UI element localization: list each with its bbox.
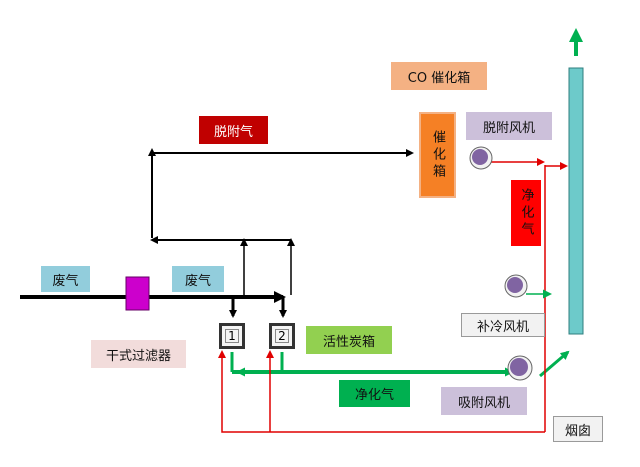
chimney-stack: [568, 67, 584, 335]
chimney-label: 烟囱: [553, 416, 603, 442]
carbon-box-label: 活性炭箱: [306, 326, 392, 354]
desorb-gas-label: 脱附气: [199, 116, 268, 144]
makeup-fan-icon: [504, 274, 528, 298]
adsorb-fan-label: 吸附风机: [441, 387, 527, 415]
adsorb-fan-icon: [507, 355, 533, 381]
carbon-box-1: 1: [219, 323, 245, 349]
dry-filter-block: [125, 276, 150, 311]
co-catalytic-box-label: CO 催化箱: [391, 62, 487, 90]
carbon-box-2: 2: [269, 323, 295, 349]
makeup-fan-label: 补冷风机: [461, 313, 545, 337]
desorb-fan-icon: [469, 146, 493, 170]
waste-gas-label-right: 废气: [172, 266, 224, 292]
clean-gas-green-label: 净化气: [339, 380, 410, 407]
desorb-fan-label: 脱附风机: [466, 112, 552, 140]
catalytic-box: 催化箱: [419, 112, 456, 198]
clean-gas-red-label: 净化气: [511, 180, 541, 246]
red-bottom-loop: [218, 350, 545, 433]
adsorb-to-chimney-arrow: [539, 350, 570, 378]
desorb-loop-line: [151, 149, 414, 238]
waste-gas-label-left: 废气: [41, 266, 90, 292]
dry-filter-label: 干式过滤器: [91, 340, 186, 368]
